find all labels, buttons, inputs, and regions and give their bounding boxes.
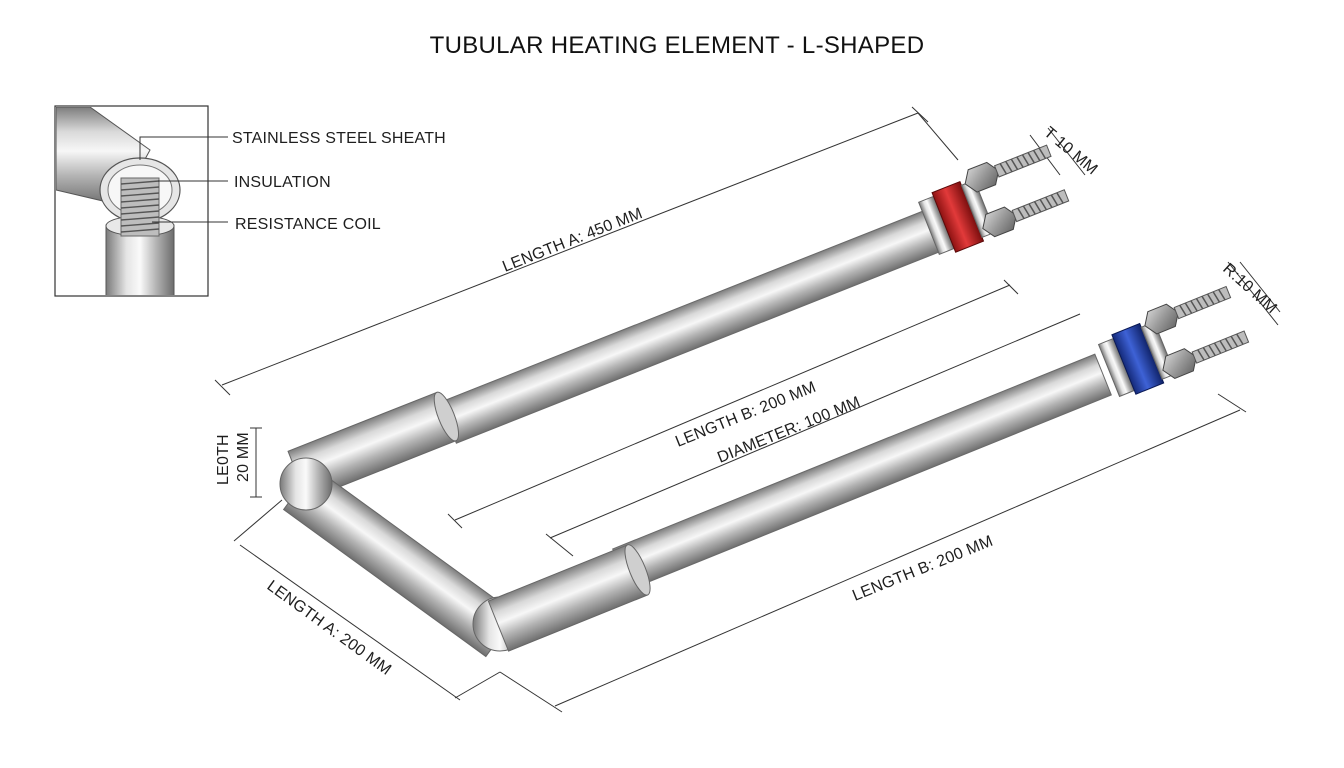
dim-top-length: LENGTH A: 450 MM bbox=[500, 205, 645, 276]
dim-bottom-left-length: LENGTH A: 200 MM bbox=[264, 577, 395, 678]
threaded-stud-icon bbox=[993, 144, 1070, 223]
resistance-coil-icon bbox=[120, 177, 160, 237]
heating-element-tube bbox=[279, 210, 1112, 658]
dim-bend-line1: LE0TH bbox=[215, 434, 232, 485]
dimension-lines bbox=[214, 106, 1281, 713]
label-insulation: INSULATION bbox=[234, 174, 331, 191]
threaded-stud-icon bbox=[1173, 285, 1250, 364]
terminal-bottom-assembly bbox=[1097, 285, 1250, 398]
cross-section-inset: STAINLESS STEEL SHEATH INSULATION RESIST… bbox=[54, 105, 446, 297]
label-coil: RESISTANCE COIL bbox=[235, 216, 381, 233]
diagram-title: TUBULAR HEATING ELEMENT - L-SHAPED bbox=[430, 32, 925, 59]
dim-bend-line2: 20 MM bbox=[235, 432, 252, 482]
dim-terminal-bottom: R:10 MM bbox=[1219, 260, 1280, 317]
label-sheath: STAINLESS STEEL SHEATH bbox=[232, 130, 446, 147]
terminal-top-assembly bbox=[918, 144, 1070, 255]
